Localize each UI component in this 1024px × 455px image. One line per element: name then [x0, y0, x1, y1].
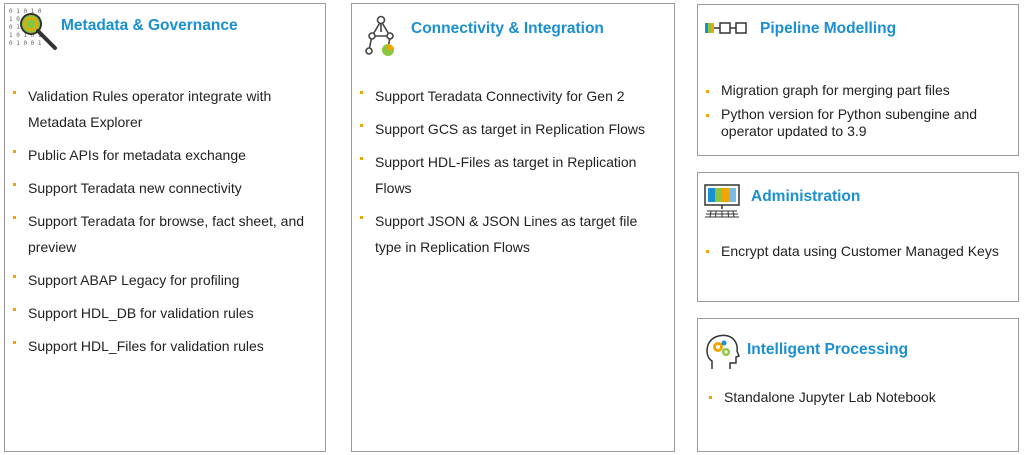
pipeline-modelling-card: Pipeline Modelling Migration graph for m…: [697, 4, 1019, 156]
card-title: Connectivity & Integration: [411, 20, 604, 37]
list-item: Support HDL-Files as target in Replicati…: [360, 149, 665, 201]
bullet-list: Standalone Jupyter Lab Notebook: [709, 388, 1009, 406]
list-item: Python version for Python subengine and …: [706, 106, 1011, 140]
svg-text:1 0 1 0 1: 1 0 1 0 1: [9, 32, 42, 39]
list-item: Support GCS as target in Replication Flo…: [360, 116, 665, 142]
list-item: Support ABAP Legacy for profiling: [13, 267, 313, 293]
administration-card: Administration Encrypt data using Custom…: [697, 172, 1019, 302]
magnifier-binary-icon: 0 1 0 1 0 1 0 0 1 1 0 1 1 0 0 1 0 1 0 1 …: [8, 6, 60, 57]
list-item: Encrypt data using Customer Managed Keys: [706, 242, 1011, 260]
list-item: Support Teradata Connectivity for Gen 2: [360, 83, 665, 109]
svg-text:0 1 0 0 1: 0 1 0 0 1: [9, 40, 42, 47]
list-item: Standalone Jupyter Lab Notebook: [709, 388, 1009, 406]
metadata-governance-card: 0 1 0 1 0 1 0 0 1 1 0 1 1 0 0 1 0 1 0 1 …: [4, 3, 326, 452]
bullet-list: Migration graph for merging part files P…: [706, 82, 1011, 147]
intelligent-processing-card: Intelligent Processing Standalone Jupyte…: [697, 318, 1019, 452]
network-graph-icon: [364, 14, 398, 61]
card-title: Pipeline Modelling: [760, 20, 897, 37]
list-item: Public APIs for metadata exchange: [13, 142, 313, 168]
bullet-list: Encrypt data using Customer Managed Keys: [706, 242, 1011, 260]
list-item: Support HDL_Files for validation rules: [13, 333, 313, 359]
pipeline-icon: [704, 20, 752, 41]
head-gears-icon: [704, 333, 740, 378]
svg-text:0 1 0 1 0: 0 1 0 1 0: [9, 8, 42, 15]
list-item: Support Teradata new connectivity: [13, 175, 313, 201]
list-item: Support HDL_DB for validation rules: [13, 300, 313, 326]
list-item: Support Teradata for browse, fact sheet,…: [13, 208, 313, 260]
list-item: Migration graph for merging part files: [706, 82, 1011, 99]
bullet-list: Support Teradata Connectivity for Gen 2 …: [360, 83, 665, 267]
computer-monitor-icon: [703, 183, 741, 226]
connectivity-integration-card: Connectivity & Integration Support Terad…: [351, 3, 675, 452]
list-item: Validation Rules operator integrate with…: [13, 83, 313, 135]
card-title: Administration: [751, 188, 861, 205]
list-item: Support JSON & JSON Lines as target file…: [360, 208, 665, 260]
card-title: Intelligent Processing: [747, 341, 909, 358]
card-title: Metadata & Governance: [61, 17, 238, 34]
bullet-list: Validation Rules operator integrate with…: [13, 83, 313, 366]
